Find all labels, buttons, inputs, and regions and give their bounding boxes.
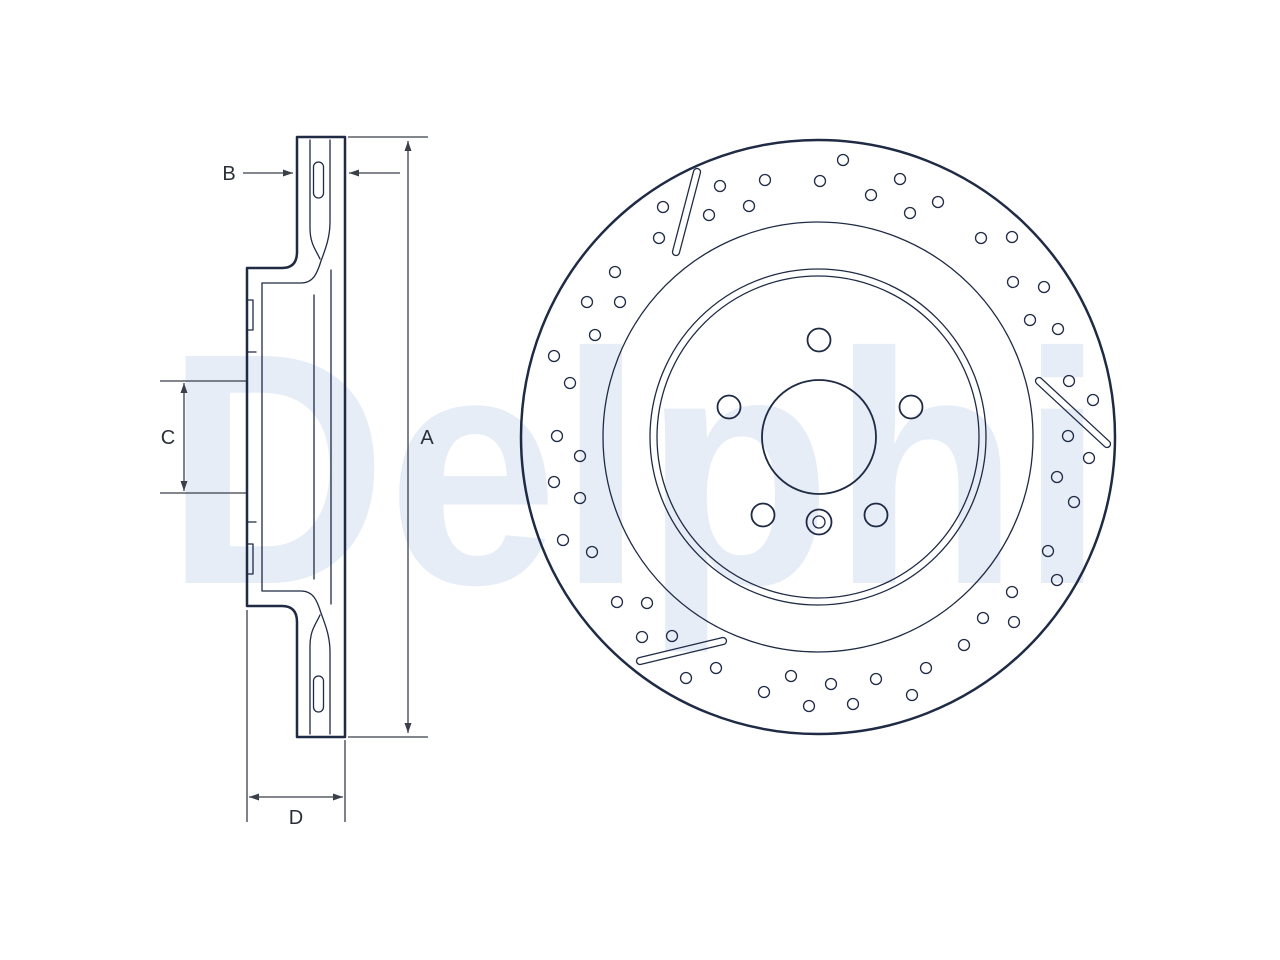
drilled-hole — [573, 491, 587, 505]
drilled-hole — [974, 231, 988, 245]
drilled-hole — [547, 475, 561, 489]
dimension-b: B — [222, 163, 400, 185]
delphi-watermark: Delphi — [165, 284, 1105, 655]
drilled-hole — [1061, 429, 1075, 443]
drilled-hole — [556, 533, 570, 547]
drilled-hole — [1067, 495, 1081, 509]
drilled-hole — [957, 638, 971, 652]
hat-outer-edge — [649, 268, 987, 606]
drilled-hole — [1007, 615, 1021, 629]
drilled-hole — [635, 630, 649, 644]
front-view — [519, 138, 1117, 736]
dimension-c: C — [160, 380, 246, 494]
drilled-hole — [547, 349, 561, 363]
locator-hole-outer — [805, 508, 833, 536]
hub-notch-top — [246, 299, 254, 331]
hub-notch-bottom — [246, 543, 254, 575]
drilled-hole — [573, 449, 587, 463]
dimension-b-label: B — [222, 163, 235, 185]
dimension-a: A — [348, 136, 434, 738]
drilled-hole — [550, 429, 564, 443]
dimension-c-label: C — [161, 427, 175, 449]
drilled-hole — [563, 376, 577, 390]
locator-screw-hole — [805, 508, 833, 536]
drilled-hole — [846, 697, 860, 711]
drilled-hole — [905, 688, 919, 702]
drilled-hole — [976, 611, 990, 625]
bolt-hole — [898, 394, 924, 420]
bolt-hole — [863, 502, 889, 528]
drilled-hole — [640, 596, 654, 610]
drilled-hole — [784, 669, 798, 683]
drilled-hole — [1041, 544, 1055, 558]
drilled-hole — [679, 671, 693, 685]
drilled-hole — [588, 328, 602, 342]
drilled-hole — [1050, 470, 1064, 484]
drilled-holes — [547, 153, 1100, 713]
drilled-hole — [757, 685, 771, 699]
bolt-holes — [716, 327, 924, 528]
drilled-hole — [1050, 573, 1064, 587]
outboard-plate-inner-top — [309, 139, 321, 260]
drilled-hole — [580, 295, 594, 309]
brake-slot — [635, 636, 728, 666]
friction-ring-inner-edge — [602, 221, 1034, 653]
drilled-hole — [758, 173, 772, 187]
drilled-hole — [608, 265, 622, 279]
brake-slot — [1034, 376, 1112, 449]
drilled-hole — [1062, 374, 1076, 388]
brake-slot — [671, 167, 702, 257]
side-outer-contour — [245, 135, 347, 739]
drilled-hole — [709, 661, 723, 675]
drilled-hole — [656, 200, 670, 214]
bolt-hole — [716, 394, 742, 420]
drilled-hole — [893, 172, 907, 186]
drilled-hole — [1037, 280, 1051, 294]
drilled-hole — [824, 677, 838, 691]
drilled-hole — [713, 179, 727, 193]
drilled-hole — [742, 199, 756, 213]
drilled-hole — [864, 188, 878, 202]
dimension-d-label: D — [289, 807, 303, 829]
drilled-hole — [903, 206, 917, 220]
drilled-hole — [665, 629, 679, 643]
drilled-hole — [1086, 393, 1100, 407]
vent-vane-bottom — [312, 675, 325, 713]
drilled-hole — [1005, 230, 1019, 244]
drilled-hole — [702, 208, 716, 222]
drilled-hole — [802, 699, 816, 713]
drilled-hole — [919, 661, 933, 675]
center-bore — [761, 379, 877, 495]
drilled-hole — [1023, 313, 1037, 327]
drilled-hole — [1082, 451, 1096, 465]
drilled-hole — [652, 231, 666, 245]
drilled-hole — [1005, 585, 1019, 599]
side-view — [245, 135, 347, 739]
drilled-hole — [585, 545, 599, 559]
disc-outer-edge — [519, 138, 1117, 736]
drilled-hole — [813, 174, 827, 188]
hat-inner-edge — [656, 275, 980, 599]
bolt-hole — [750, 502, 776, 528]
drilled-hole — [1006, 275, 1020, 289]
slots — [635, 167, 1112, 666]
drilled-hole — [869, 672, 883, 686]
vent-vane-top — [312, 161, 325, 199]
drilled-hole — [931, 195, 945, 209]
drilled-hole — [1051, 322, 1065, 336]
dimension-a-label: A — [420, 427, 434, 449]
drilled-hole — [613, 295, 627, 309]
dimension-d: D — [246, 610, 346, 829]
hat-inner-contour — [261, 139, 331, 735]
bolt-hole — [806, 327, 832, 353]
locator-hole-inner — [812, 515, 826, 529]
outboard-plate-inner-bottom — [309, 614, 321, 735]
drilled-hole — [836, 153, 850, 167]
drilled-hole — [610, 595, 624, 609]
